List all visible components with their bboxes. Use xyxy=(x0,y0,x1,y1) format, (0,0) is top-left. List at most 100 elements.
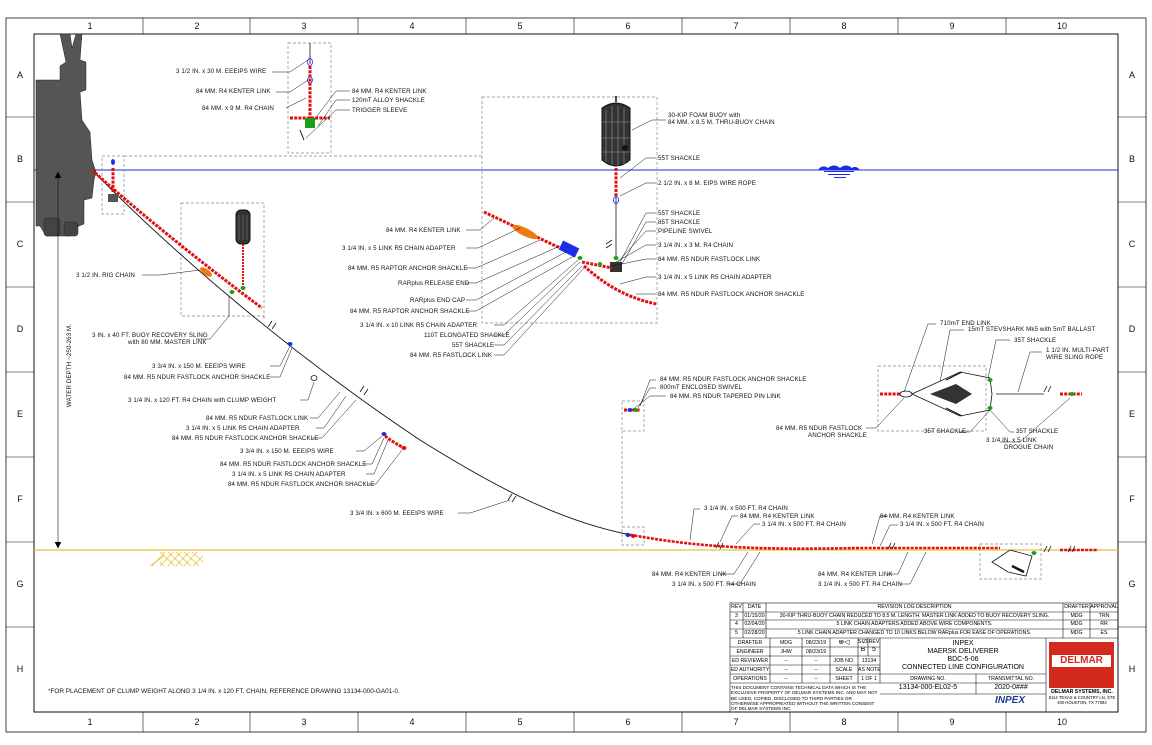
rig-silhouette xyxy=(35,33,97,237)
rev-row-3-date: 02/28/20 xyxy=(744,630,765,636)
label-r5-adapter-c: 3 1/4 IN. x 5 LINK R5 CHAIN ADAPTER xyxy=(342,245,456,252)
chain-120ft xyxy=(384,434,403,449)
tb-drawing-no: 13134-000-EL02-5 xyxy=(898,684,958,691)
label-r4-chain-500-a: 3 1/4 IN. x 500 FT. R4 CHAIN xyxy=(704,505,788,512)
grid-row-a-left: A xyxy=(16,70,23,80)
grid-col-5-top: 5 xyxy=(517,21,523,31)
grid-col-1-top: 1 xyxy=(87,21,93,31)
label-r5-adapter-f: 3 1/4 IN. x 5 LINK R5 CHAIN ADAPTER xyxy=(232,471,346,478)
tb-ed-reviewer-date: -- xyxy=(814,658,818,664)
label-kenter-link-trigger: 84 MM. R4 KENTER LINK xyxy=(352,88,427,95)
grid-row-g-right: G xyxy=(1128,579,1136,589)
grid-col-2-top: 2 xyxy=(194,21,200,31)
tb-company: DELMAR SYSTEMS, INC. xyxy=(1051,689,1113,695)
foam-buoy xyxy=(601,96,631,272)
trigger-assembly xyxy=(290,43,330,141)
grid-row-d-right: D xyxy=(1128,324,1136,334)
grid-row-e-right: E xyxy=(1128,409,1135,419)
label-r4-chain-500-d: 3 1/4 IN. x 500 FT. R4 CHAIN xyxy=(672,581,756,588)
tb-projection-symbol: ⊕◁ xyxy=(838,640,850,646)
rev-row-1-desc: 30-KIP THRU-BUOY CHAIN REDUCED TO 8.5 M.… xyxy=(779,613,1050,619)
tb-ed-reviewer: -- xyxy=(784,658,788,664)
rev-row-1-rev: 3 xyxy=(735,613,738,619)
label-ndur-anchor-a: 84 MM. R5 NDUR FASTLOCK ANCHOR SHACKLE xyxy=(124,374,271,381)
leader-lines xyxy=(142,59,1071,585)
tb-job-no: 13134 xyxy=(861,658,877,664)
rev-row-2-desc: 5 LINK CHAIN ADAPTERS ADDED ABOVE WIRE C… xyxy=(836,621,993,627)
delmar-logo xyxy=(1049,642,1114,688)
label-eeeips-600: 3 3/4 IN. x 600 M. EEEIPS WIRE xyxy=(350,510,444,517)
label-r4-chain-9m: 84 MM. x 9 M. R4 CHAIN xyxy=(202,105,274,112)
label-ndur-anchor-d: 84 MM. R5 NDUR FASTLOCK ANCHOR SHACKLE xyxy=(228,481,375,488)
grid-ticks xyxy=(6,18,1146,732)
footnote-asterisk: * xyxy=(48,688,51,695)
rev-header-rev: REV xyxy=(731,604,742,610)
tb-ed-authority-label: ED AUTHORITY xyxy=(730,667,770,673)
rig-chain xyxy=(90,168,263,310)
label-recovery-sling-2: with 80 MM. MASTER LINK xyxy=(128,339,207,346)
rev-row-3-drafter: MDG xyxy=(1070,630,1083,636)
label-stevshark: 15mT STEVSHARK Mk5 with 5mT BALLAST xyxy=(968,326,1096,333)
label-drogue-2: DROGUE CHAIN xyxy=(1004,444,1054,451)
label-35t-shackle-b: 35T SHACKLE xyxy=(924,428,967,435)
label-raptor-anchor: 84 MM. R5 RAPTOR ANCHOR SHACKLE xyxy=(348,265,468,272)
grid-row-f-left: F xyxy=(17,494,23,504)
tb-operations-label: OPERATIONS xyxy=(733,676,767,682)
grid-col-5-bottom: 5 xyxy=(517,717,523,727)
grid-col-6-bottom: 6 xyxy=(625,717,631,727)
label-kenter-f1: 84 MM. R4 KENTER LINK xyxy=(740,513,815,520)
tb-ed-authority-date: -- xyxy=(814,667,818,673)
grid-col-1-bottom: 1 xyxy=(87,717,93,727)
label-wire-sling-2: WIRE SLING ROPE xyxy=(1046,354,1104,361)
label-drogue-1: 3 1/4 IN. x 5 LINK xyxy=(986,437,1037,444)
label-ndur-fastlock-e-1: 84 MM. R5 NDUR FASTLOCK xyxy=(776,425,863,432)
grid-col-3-bottom: 3 xyxy=(301,717,307,727)
tb-engineer-date: 08/23/19 xyxy=(805,649,827,655)
tb-transmittal-label: TRANSMITTAL NO. xyxy=(987,676,1035,682)
rev-header-approval: APPROVAL xyxy=(1090,604,1118,610)
grid-row-e-left: E xyxy=(16,409,23,419)
label-enclosed-swivel: 800mT ENCLOSED SWIVEL xyxy=(660,384,743,391)
label-ndur-anchor-b: 84 MM. R5 NDUR FASTLOCK ANCHOR SHACKLE xyxy=(172,435,319,442)
tb-sheet-label: SHEET xyxy=(835,676,853,682)
inpex-logo: INPEX xyxy=(994,695,1025,706)
tb-engineer-label: ENGINEER xyxy=(736,649,764,655)
tb-ed-reviewer-label: ED REVIEWER xyxy=(731,658,769,664)
rev-row-1-drafter: MDG xyxy=(1070,613,1083,619)
tb-operations-date: -- xyxy=(814,676,818,682)
tb-size-label: SIZE xyxy=(858,639,868,645)
tb-address: 8114 TEXAS & COUNTRY LN, STE 400 HOUSTON… xyxy=(1048,695,1116,705)
label-wire-30m: 3 1/2 IN. x 30 M. EEEIPS WIRE xyxy=(176,68,267,75)
grid-col-2-bottom: 2 xyxy=(194,717,200,727)
tb-drafter: MDG xyxy=(779,640,793,646)
grid-col-9-top: 9 xyxy=(949,21,955,31)
grid-row-h-left: H xyxy=(16,664,24,674)
tb-drawing-no-label: DRAWING NO. xyxy=(910,676,946,682)
label-55t-shackle-c: 55T SHACKLE xyxy=(452,342,495,349)
tb-transmittal: 2020-0### xyxy=(994,684,1028,691)
tb-disclaimer: THIS DOCUMENT CONTAINS TECHNICAL DATA WH… xyxy=(731,685,878,712)
label-ndur-fastlock-link: 84 MM. R5 NDUR FASTLOCK LINK xyxy=(658,256,761,263)
break-marks xyxy=(267,239,1076,553)
tb-job-no-label: JOB NO. xyxy=(833,658,855,664)
label-r4-chain-500-c: 3 1/4 IN. x 500 FT. R4 CHAIN xyxy=(900,521,984,528)
grid-col-10-top: 10 xyxy=(1056,21,1067,31)
ground-anchor xyxy=(991,549,1037,577)
label-trigger-sleeve: TRIGGER SLEEVE xyxy=(352,107,408,114)
label-r4-chain-120ft: 3 1/4 IN. x 120 FT. R4 CHAIN with CLUMP … xyxy=(128,397,277,404)
label-55t-shackle-a: 55T SHACKLE xyxy=(658,155,701,162)
seabed-hatch xyxy=(149,551,204,567)
tb-ed-authority: -- xyxy=(784,667,788,673)
grid-col-4-top: 4 xyxy=(409,21,415,31)
tb-size: B xyxy=(860,647,866,653)
tb-sheet: 1 OF 1 xyxy=(861,676,877,682)
grid-col-8-bottom: 8 xyxy=(841,717,847,727)
label-ndur-anchor-e: 84 MM. R5 NDUR FASTLOCK ANCHOR SHACKLE xyxy=(660,376,807,383)
grid-row-f-right: F xyxy=(1129,494,1135,504)
grid-col-7-top: 7 xyxy=(733,21,739,31)
grid-col-9-bottom: 9 xyxy=(949,717,955,727)
inner-border xyxy=(33,33,1119,713)
tb-drafter-label: DRAFTER xyxy=(737,640,763,646)
label-r5-fastlock-link: 84 MM. R5 FASTLOCK LINK xyxy=(410,352,493,359)
